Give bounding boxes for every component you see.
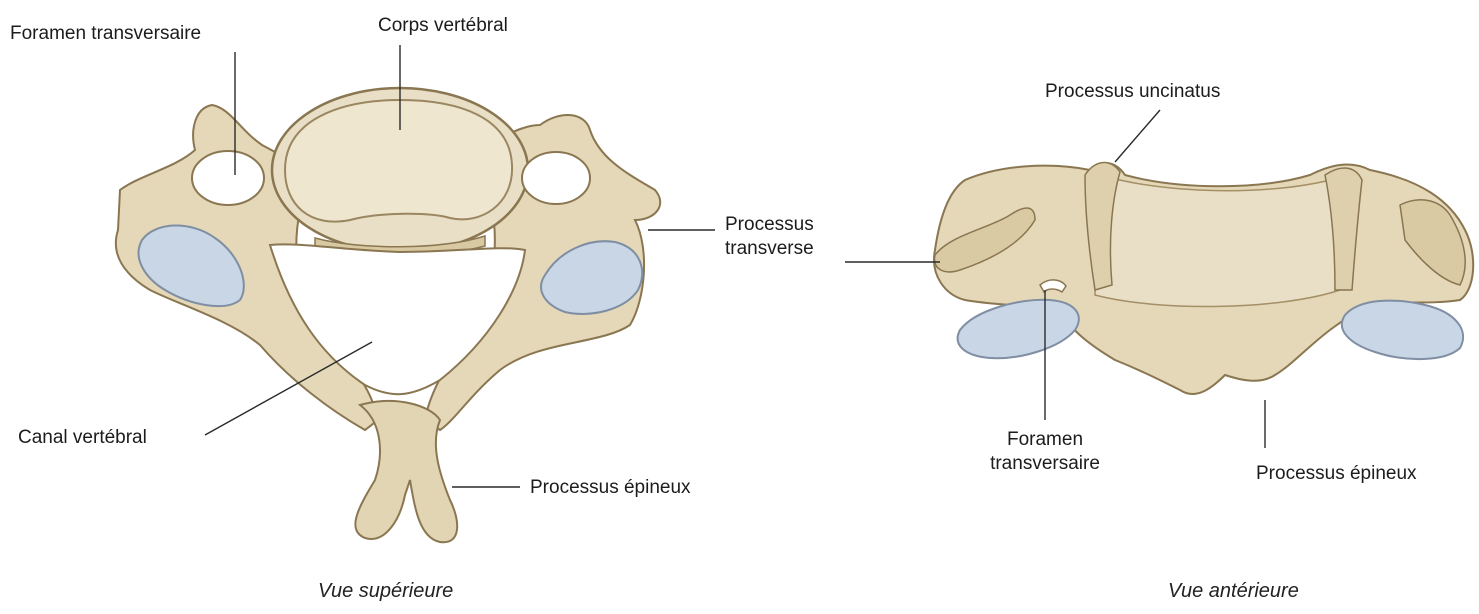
view-title-anterior: Vue antérieure xyxy=(1168,580,1299,603)
label-foramen-transversaire-superior: Foramen transversaire xyxy=(10,22,201,46)
view-title-superior: Vue supérieure xyxy=(318,580,453,603)
left-transverse-foramen xyxy=(192,151,264,205)
label-processus-epineux-anterior: Processus épineux xyxy=(1256,462,1417,486)
right-transverse-foramen xyxy=(522,152,590,204)
right-anterior-articular-facet xyxy=(1342,301,1463,359)
label-corps-vertebral: Corps vertébral xyxy=(378,14,508,38)
label-canal-vertebral: Canal vertébral xyxy=(18,426,147,450)
label-processus-transverse: Processus transverse xyxy=(725,213,845,261)
label-processus-transverse-line1: Processus xyxy=(725,213,845,237)
anterior-view-figure xyxy=(934,163,1473,394)
label-foramen-transversaire-anterior: Foramen transversaire xyxy=(965,428,1125,476)
superior-view-figure xyxy=(116,88,660,542)
label-processus-transverse-line2: transverse xyxy=(725,237,845,261)
label-foramen-transversaire-anterior-line1: Foramen xyxy=(965,428,1125,452)
label-processus-uncinatus: Processus uncinatus xyxy=(1045,80,1220,104)
vertebral-body-endplate xyxy=(285,100,512,222)
left-anterior-articular-facet xyxy=(958,300,1079,358)
anterior-body-surface xyxy=(1095,175,1340,306)
label-processus-epineux-superior: Processus épineux xyxy=(530,476,691,500)
label-foramen-transversaire-anterior-line2: transversaire xyxy=(965,452,1125,476)
